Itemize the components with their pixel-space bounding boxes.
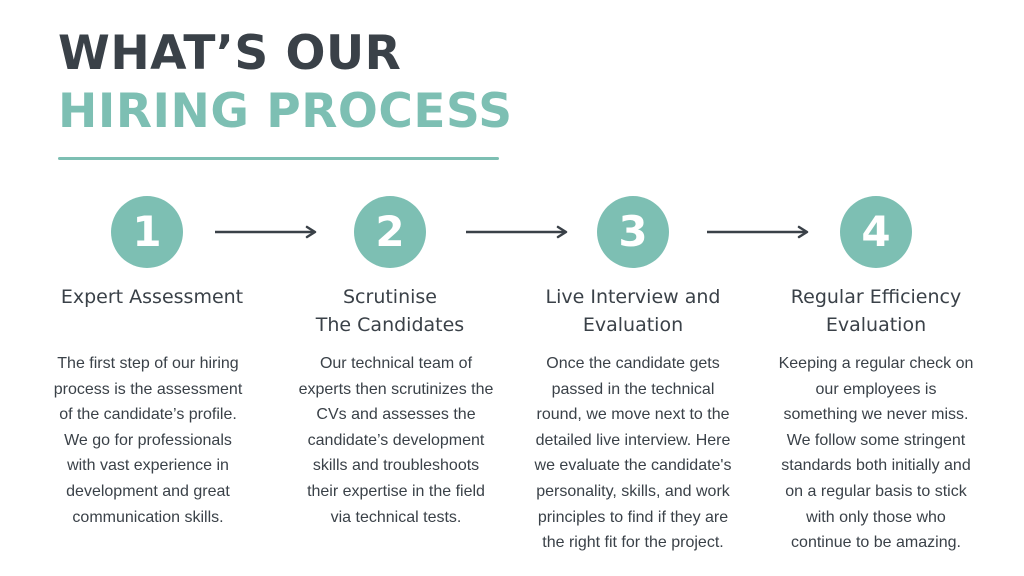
step-4-number-badge: 4 — [840, 196, 912, 268]
step-4-description: Keeping a regular check on our employees… — [760, 351, 992, 556]
description-line: We follow some stringent — [786, 431, 966, 449]
description-line: the right fit for the project. — [542, 534, 724, 552]
description-line: our employees is — [815, 380, 937, 398]
step-2-number-badge: 2 — [354, 196, 426, 268]
description-line: of the candidate’s profile. — [59, 406, 237, 424]
description-line: we evaluate the candidate's — [534, 457, 732, 475]
step-3-title: Live Interview and Evaluation — [513, 283, 753, 339]
step-title-line: Evaluation — [825, 314, 927, 336]
step-title-line: Expert Assessment — [60, 286, 244, 308]
heading-divider — [58, 157, 499, 160]
description-line: skills and troubleshoots — [312, 457, 480, 475]
heading-line-1: WHAT’S OUR — [58, 26, 402, 81]
description-line: development and great — [66, 482, 230, 500]
step-4-title: Regular Efficiency Evaluation — [756, 283, 996, 339]
heading-line-2: HIRING PROCESS — [58, 84, 513, 139]
description-line: with vast experience in — [67, 457, 229, 475]
step-title-line: Evaluation — [582, 314, 684, 336]
description-line: candidate’s development — [307, 431, 485, 449]
arrow-right-icon — [707, 224, 810, 240]
description-line: passed in the technical — [551, 380, 715, 398]
description-line: principles to find if they are — [537, 508, 729, 526]
description-line: Our technical team of — [319, 355, 473, 372]
description-line: We go for professionals — [64, 431, 232, 449]
description-line: on a regular basis to stick — [785, 482, 967, 500]
step-title-line: The Candidates — [315, 314, 465, 336]
description-line: continue to be amazing. — [791, 534, 961, 552]
step-1-title: Expert Assessment — [32, 283, 272, 311]
description-line: via technical tests. — [330, 508, 462, 526]
description-line: detailed live interview. Here — [535, 431, 731, 449]
description-line: personality, skills, and work — [536, 482, 730, 500]
step-title-line: Regular Efficiency — [790, 286, 962, 308]
description-line: with only those who — [806, 508, 946, 526]
step-3-number-badge: 3 — [597, 196, 669, 268]
step-1-number-badge: 1 — [111, 196, 183, 268]
step-3-description: Once the candidate gets passed in the te… — [517, 351, 749, 556]
description-line: communication skills. — [72, 508, 224, 526]
description-line: something we never miss. — [783, 406, 969, 424]
description-line: experts then scrutinizes the — [298, 380, 494, 398]
description-line: process is the assessment — [53, 380, 243, 398]
step-title-line: Live Interview and — [545, 286, 721, 308]
description-line: round, we move next to the — [536, 406, 730, 424]
step-title-line: Scrutinise — [343, 286, 437, 308]
step-2-description: Our technical team of experts then scrut… — [280, 351, 512, 530]
arrow-right-icon — [215, 224, 318, 240]
description-line: Keeping a regular check on — [778, 355, 974, 372]
arrow-right-icon — [466, 224, 569, 240]
description-line: their expertise in the field — [307, 482, 485, 500]
description-line: standards both initially and — [781, 457, 971, 475]
description-line: CVs and assesses the — [316, 406, 476, 424]
description-line: Once the candidate gets — [546, 355, 720, 372]
step-2-title: Scrutinise The Candidates — [270, 283, 510, 339]
step-1-description: The first step of our hiring process is … — [32, 351, 264, 530]
description-line: The first step of our hiring — [57, 355, 239, 372]
